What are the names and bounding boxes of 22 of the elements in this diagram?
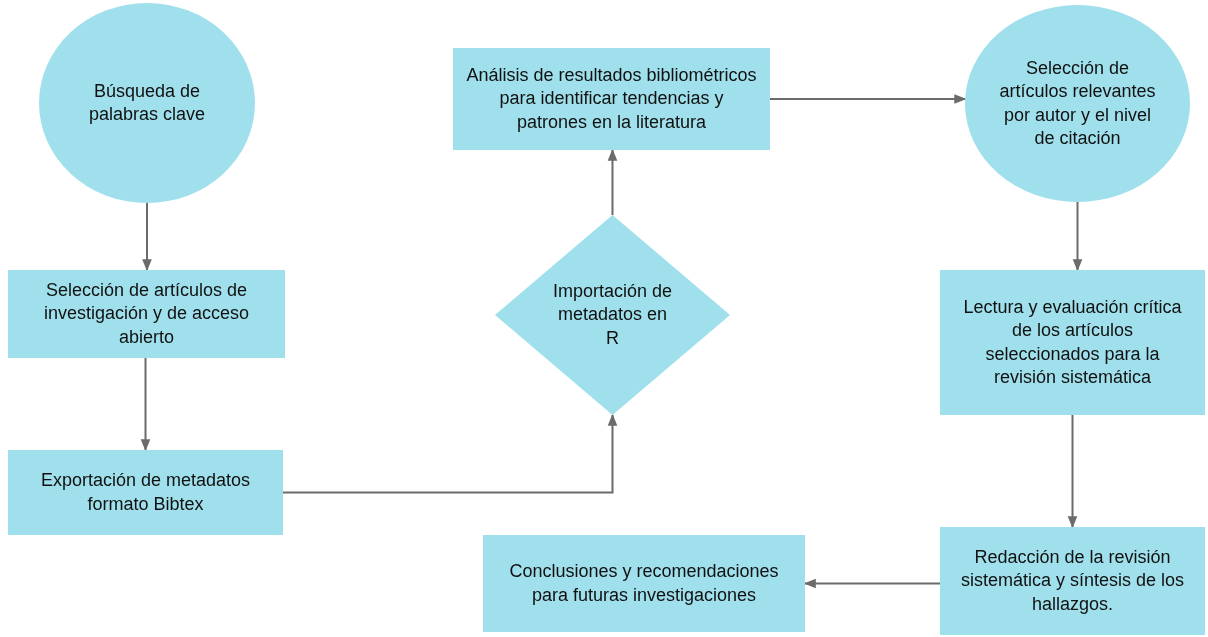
- process-box: [940, 527, 1205, 635]
- process-box: [8, 450, 283, 535]
- node-label: Conclusiones y recomendaciones para futuras investigaciones: [508, 560, 780, 607]
- node-label: Importación de metadatos en R: [551, 279, 674, 350]
- process-box: [453, 48, 770, 150]
- arrow: [1072, 201, 1083, 272]
- node-label: Selección de artículos relevantes por autor y el nivel de citación: [998, 56, 1157, 150]
- node-label: Búsqueda de palabras clave: [87, 79, 207, 126]
- node-label: Exportación de metadatos formato Bibtex: [39, 469, 252, 516]
- node-label: Selección de artículos de investigación y de acceso abierto: [42, 278, 251, 349]
- arrow: [140, 357, 151, 452]
- node-label: Redacción de la revisión sistemática y síntesis de los hallazgos.: [959, 545, 1186, 616]
- node-label: Análisis de resultados bibliométricos para identificar tendencias y patrones en la literatura: [465, 63, 758, 134]
- process-box: [8, 270, 285, 358]
- process-box: [483, 535, 805, 632]
- arrow: [769, 94, 967, 104]
- arrow: [282, 413, 618, 494]
- arrow: [1067, 414, 1078, 529]
- node-label: Lectura y evaluación crítica de los artículos seleccionados para la revisión sistemática: [962, 295, 1183, 389]
- arrow: [142, 202, 152, 272]
- process-box: [940, 270, 1205, 415]
- arrow: [607, 148, 618, 216]
